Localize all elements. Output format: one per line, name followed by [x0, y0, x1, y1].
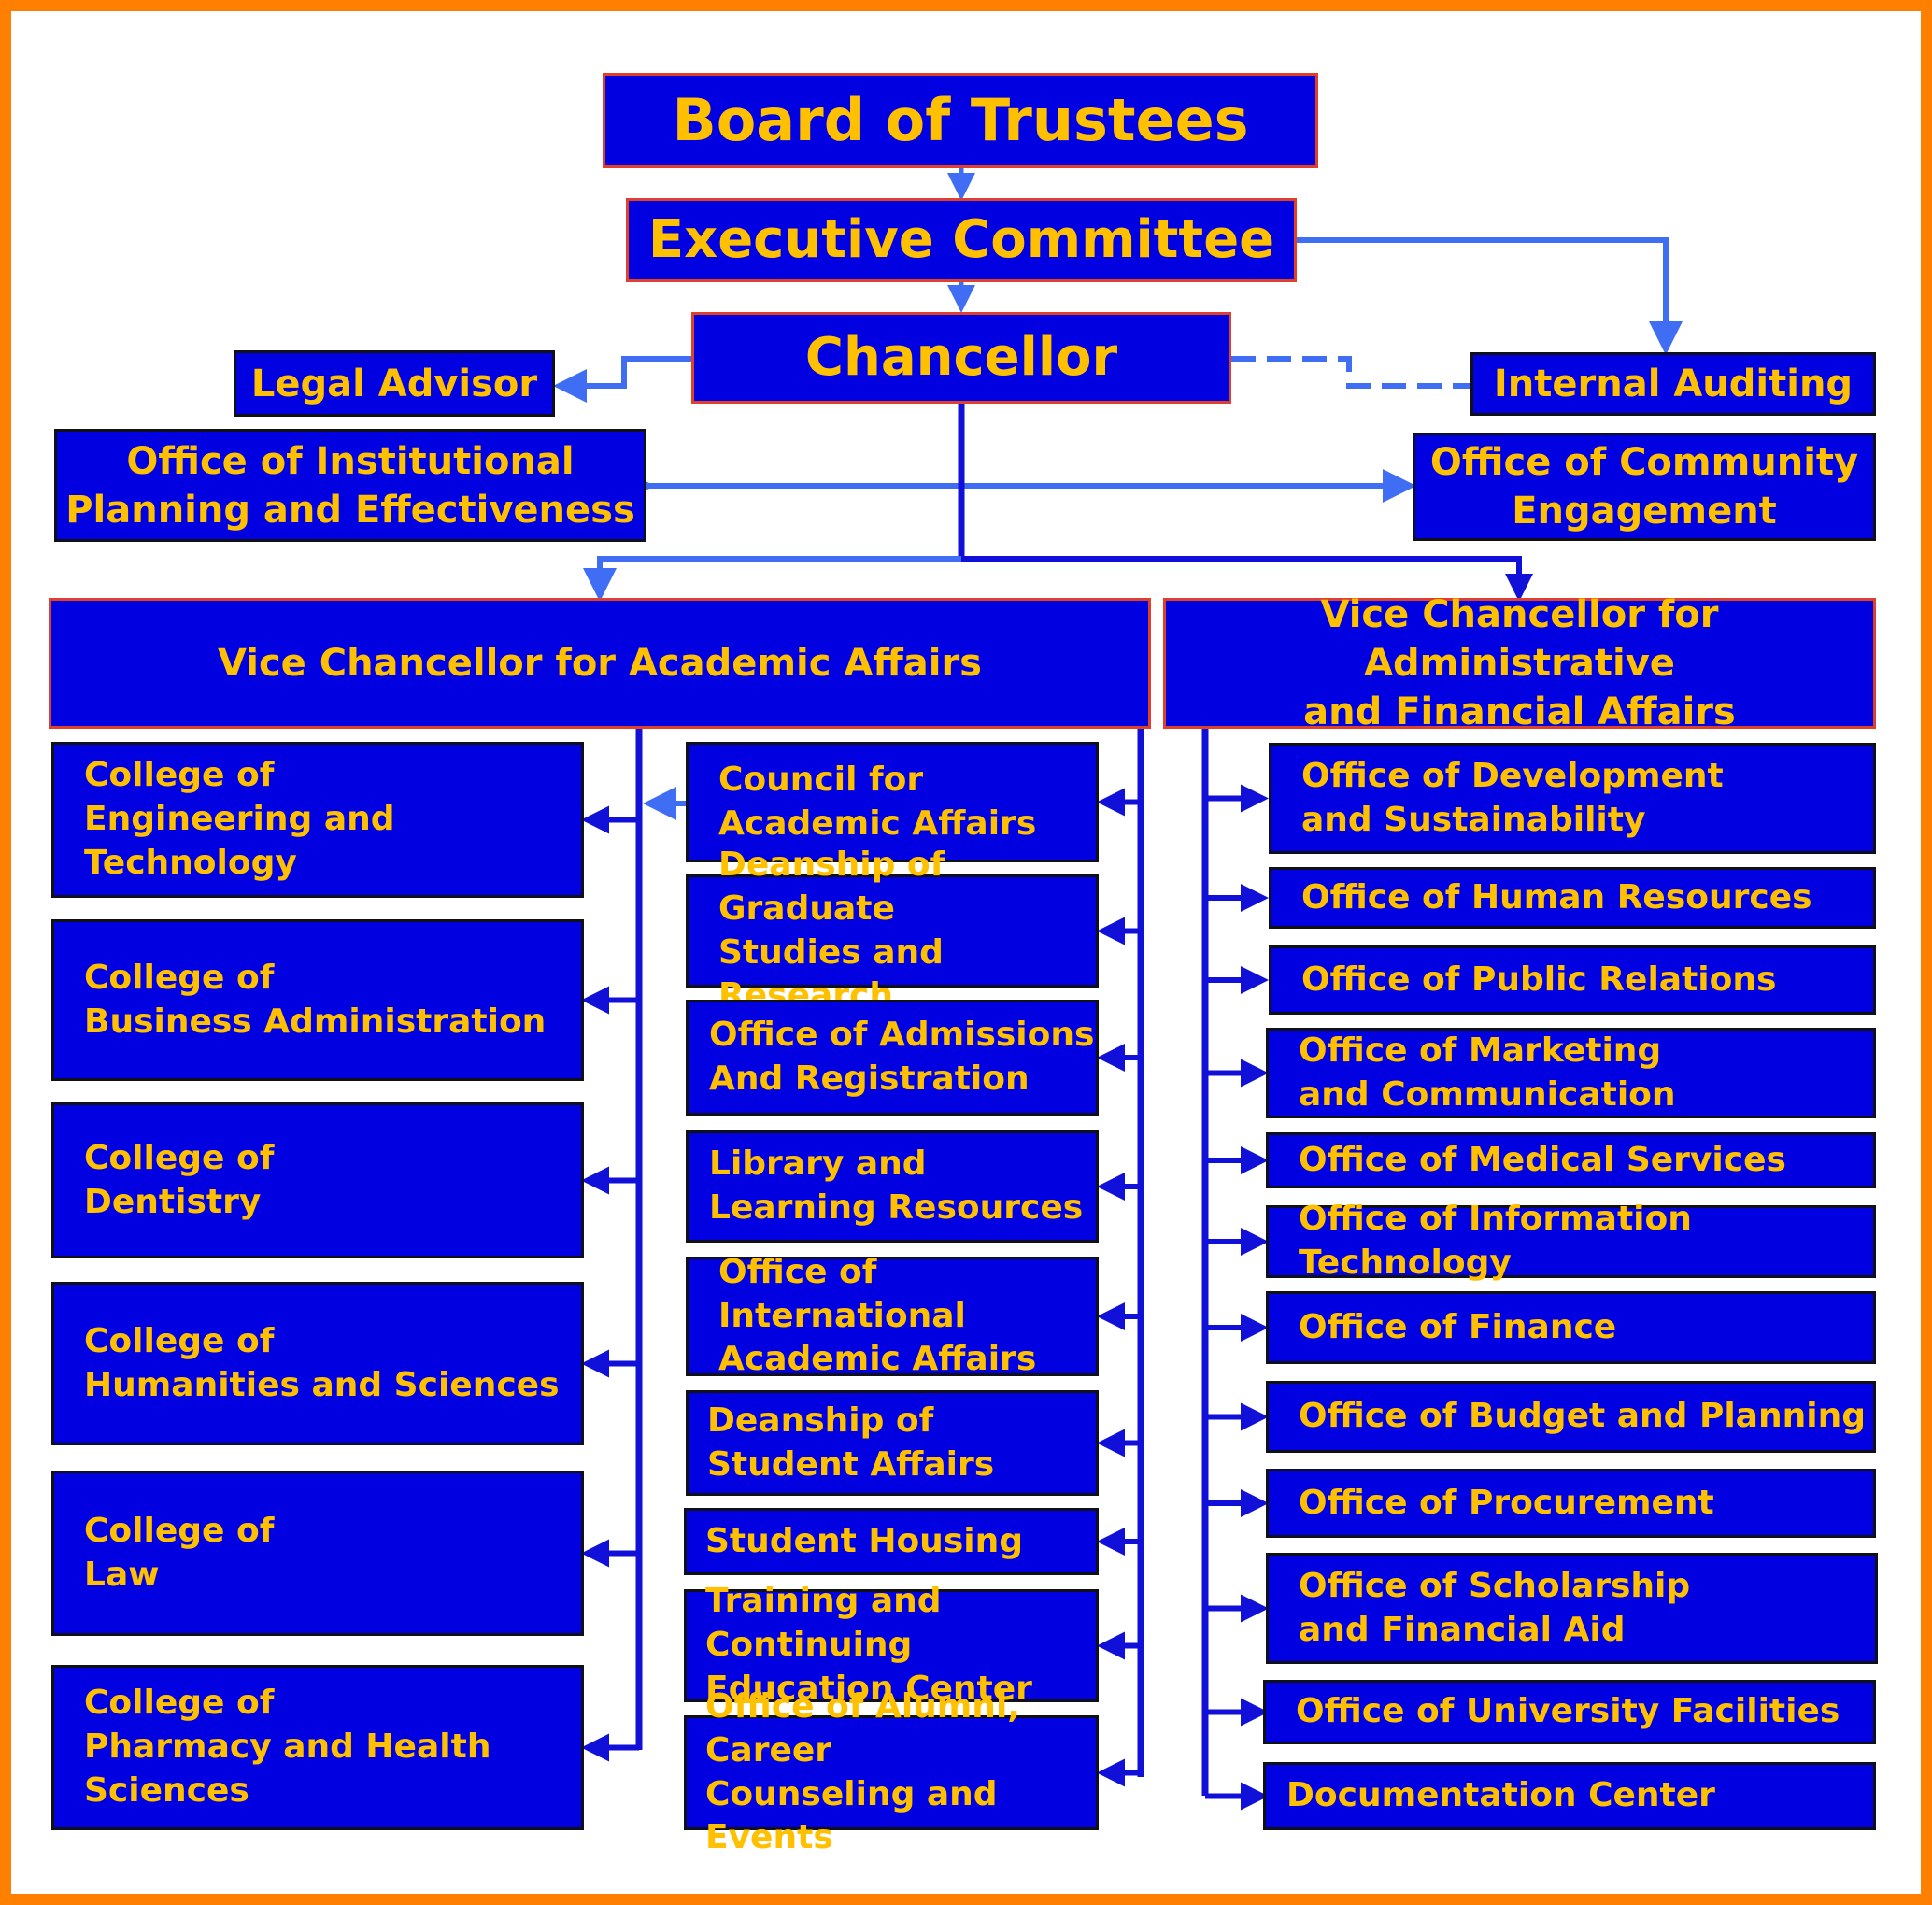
- institutional-planning-box: Office of Institutional Planning and Eff…: [54, 429, 646, 542]
- connector-exec-audit: [1297, 237, 1683, 355]
- connector-trunk-admin: [961, 556, 1533, 602]
- admin-office-box: Office of Information Technology: [1266, 1200, 1876, 1282]
- academic-unit-box: Council for Academic Affairs: [686, 742, 1099, 862]
- admin-office-box: Office of Development and Sustainability: [1269, 743, 1876, 854]
- academic-unit-box: Office of International Academic Affairs: [686, 1253, 1099, 1378]
- academic-unit-box: Training and Continuing Education Center: [684, 1582, 1099, 1708]
- academic-unit-box: Office of Alumni, Career Counseling and …: [684, 1687, 1099, 1856]
- community-engagement-box: Office of Community Engagement: [1413, 433, 1876, 541]
- admin-office-box: Office of Marketing and Communication: [1266, 1028, 1876, 1118]
- admin-office-box: Office of Public Relations: [1269, 945, 1876, 1015]
- admin-office-box: Office of Finance: [1266, 1291, 1876, 1364]
- college-box: College of Pharmacy and Health Sciences: [51, 1665, 584, 1830]
- admin-office-box: Office of Budget and Planning: [1266, 1381, 1876, 1453]
- academic-unit-box: Deanship of Student Affairs: [686, 1390, 1099, 1496]
- admin-financial-header: Vice Chancellor for Administrative and F…: [1163, 593, 1876, 733]
- branch-connectors: [581, 784, 1269, 1811]
- academic-unit-box: Library and Learning Resources: [686, 1130, 1099, 1243]
- academic-unit-box: Student Housing: [684, 1508, 1099, 1575]
- admin-office-box: Documentation Center: [1263, 1762, 1876, 1830]
- admin-office-box: Office of Scholarship and Financial Aid: [1266, 1553, 1878, 1664]
- connector-trunk-academic: [583, 556, 961, 602]
- executive-committee-box: Executive Committee: [626, 198, 1297, 282]
- chancellor-box: Chancellor: [691, 312, 1231, 404]
- admin-office-box: Office of Medical Services: [1266, 1132, 1876, 1188]
- college-box: College of Business Administration: [51, 919, 584, 1081]
- legal-advisor-box: Legal Advisor: [234, 350, 555, 417]
- connector-chancellor-legal: [553, 356, 691, 403]
- board-of-trustees-box: Board of Trustees: [603, 73, 1318, 168]
- admin-office-box: Office of Human Resources: [1269, 867, 1876, 929]
- admin-office-box: Office of University Facilities: [1263, 1680, 1876, 1744]
- college-box: College of Engineering and Technology: [51, 742, 584, 898]
- connector-chancellor-audit-dashed: [1231, 356, 1470, 389]
- admin-office-box: Office of Procurement: [1266, 1469, 1876, 1538]
- academic-unit-box: Office of Admissions And Registration: [686, 1000, 1099, 1116]
- internal-auditing-box: Internal Auditing: [1470, 352, 1876, 416]
- college-box: College of Dentistry: [51, 1102, 584, 1258]
- college-box: College of Law: [51, 1471, 584, 1636]
- academic-unit-box: Deanship of Graduate Studies and Researc…: [686, 846, 1099, 1015]
- college-box: College of Humanities and Sciences: [51, 1282, 584, 1445]
- academic-affairs-header: Vice Chancellor for Academic Affairs: [49, 598, 1151, 729]
